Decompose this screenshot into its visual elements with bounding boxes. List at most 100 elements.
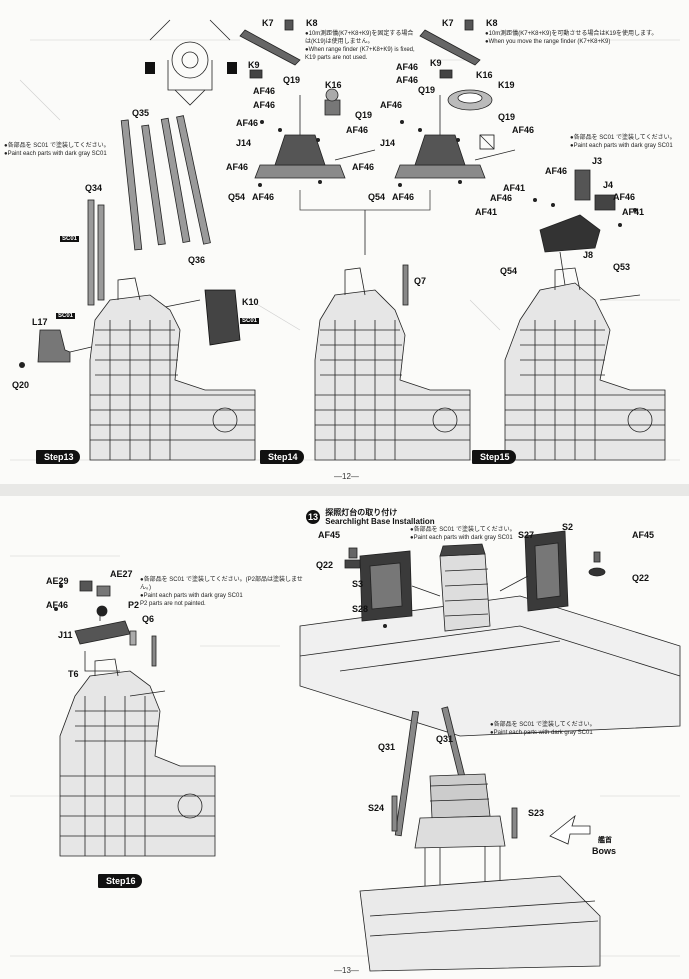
part-label: AF46 xyxy=(613,192,636,202)
part-label: AF46 xyxy=(392,192,415,202)
page12-drawing xyxy=(10,19,680,461)
superstructure-16 xyxy=(59,658,216,857)
part-label: AF46 xyxy=(545,166,568,176)
section-title-en: Searchlight Base Installation xyxy=(325,517,435,526)
note-range-finder-fixed: ●10m測距儀(K7+K8+K9)を固定する場合は(K19)は使用しません。 ●… xyxy=(305,31,415,61)
part-label: AF46 xyxy=(396,62,419,72)
superstructure-14 xyxy=(314,267,471,461)
part-label: AF46 xyxy=(380,100,403,110)
part-label: AF41 xyxy=(622,207,645,217)
part-label: K7 xyxy=(442,18,454,28)
part-label: K8 xyxy=(486,18,498,28)
color-tag-sc01: SC01 xyxy=(60,236,80,242)
part-label: Q7 xyxy=(414,276,427,286)
color-tag-sc01: SC01 xyxy=(240,318,260,324)
part-label: J14 xyxy=(236,138,252,148)
part-label: S27 xyxy=(518,530,535,540)
part-label: AF41 xyxy=(475,207,498,217)
bows-label-jp: 艦首 xyxy=(598,837,612,844)
part-label: K7 xyxy=(262,18,274,28)
part-label: J4 xyxy=(603,180,614,190)
note-paint-step15: ●各部品を SC01 で塗装してください。 ●Paint each parts … xyxy=(570,135,676,149)
note-paint-step13: ●各部品を SC01 で塗装してください。 ●Paint each parts … xyxy=(4,143,110,157)
part-label: Q22 xyxy=(632,573,650,583)
part-label: S24 xyxy=(368,803,385,813)
part-label: T6 xyxy=(68,669,79,679)
superstructure-15 xyxy=(504,267,666,461)
part-label: P2 xyxy=(128,600,140,610)
part-label: Q53 xyxy=(613,262,631,272)
part-label: Q34 xyxy=(85,183,103,193)
j14-assembly-right xyxy=(394,95,516,179)
page-number: —12— xyxy=(334,472,359,481)
part-label: J14 xyxy=(380,138,396,148)
part-label: Q19 xyxy=(283,75,301,85)
page-number: —13— xyxy=(334,966,359,975)
manual-page-12: ●10m測距儀(K7+K8+K9)を固定する場合は(K19)は使用しません。 ●… xyxy=(0,0,689,484)
step-label: Step14 xyxy=(260,450,304,464)
note-paint-searchlight: ●各部品を SC01 で塗装してください。 ●Paint each parts … xyxy=(410,527,516,541)
part-label: Q19 xyxy=(498,112,516,122)
part-label: S3 xyxy=(352,579,364,589)
part-label: J11 xyxy=(58,630,73,640)
part-label: AE29 xyxy=(46,576,69,586)
part-label: Q6 xyxy=(142,614,155,624)
part-label: AF46 xyxy=(346,125,369,135)
part-label: AF46 xyxy=(253,100,276,110)
part-label: Q22 xyxy=(316,560,334,570)
part-label: Q35 xyxy=(132,108,150,118)
part-label: Q19 xyxy=(418,85,436,95)
step-label: Step13 xyxy=(36,450,80,464)
section-header: 13 探照灯台の取り付け Searchlight Base Installati… xyxy=(306,508,435,526)
bows-label: Bows xyxy=(592,846,617,856)
part-label: AF45 xyxy=(318,530,341,540)
part-label: AF46 xyxy=(46,600,69,610)
part-label: AF46 xyxy=(490,193,513,203)
note-paint-step16: ●各部品を SC01 で塗装してください。(P2部品は塗装しません。) ●Pai… xyxy=(140,577,303,607)
part-label: AF46 xyxy=(253,86,276,96)
part-label: Q31 xyxy=(378,742,396,752)
part-label: AF45 xyxy=(632,530,655,540)
manual-page-13: 13 探照灯台の取り付け Searchlight Base Installati… xyxy=(0,496,689,979)
part-label: AF46 xyxy=(396,75,419,85)
part-label: S28 xyxy=(352,604,369,614)
note-range-finder-move: ●10m測距儀(K7+K8+K9)を可動させる場合はK19を使用します。 ●Wh… xyxy=(485,31,658,45)
part-label: K16 xyxy=(325,80,342,90)
j14-assembly-left xyxy=(254,95,376,179)
part-label: K9 xyxy=(248,60,260,70)
part-label: AF46 xyxy=(226,162,249,172)
part-label: AE27 xyxy=(110,569,133,579)
tower-base xyxy=(359,773,601,972)
part-label: Q19 xyxy=(355,110,373,120)
color-tag-sc01: SC01 xyxy=(56,313,76,319)
part-label: Q54 xyxy=(228,192,246,202)
part-label: S2 xyxy=(562,522,574,532)
section-number: 13 xyxy=(306,510,320,524)
part-label: AF46 xyxy=(352,162,375,172)
part-label: J3 xyxy=(592,156,603,166)
part-label: S23 xyxy=(528,808,545,818)
page13-drawing xyxy=(10,530,681,972)
part-label: K19 xyxy=(498,80,515,90)
part-label: K8 xyxy=(306,18,318,28)
part-label: AF46 xyxy=(236,118,259,128)
part-label: AF46 xyxy=(512,125,535,135)
part-label: AF41 xyxy=(503,183,526,193)
part-label: K9 xyxy=(430,58,442,68)
step-label: Step15 xyxy=(472,450,516,464)
part-label: Q31 xyxy=(436,734,454,744)
part-label: AF46 xyxy=(252,192,275,202)
page-gap xyxy=(0,484,689,496)
section-title-jp: 探照灯台の取り付け xyxy=(325,508,398,517)
part-label: Q54 xyxy=(368,192,386,202)
part-label: K16 xyxy=(476,70,493,80)
note-paint-masts: ●各部品を SC01 で塗装してください。 ●Paint each parts … xyxy=(490,722,596,736)
part-label: L17 xyxy=(32,317,48,327)
part-label: Q36 xyxy=(188,255,206,265)
part-label: K10 xyxy=(242,297,259,307)
superstructure-13 xyxy=(89,277,256,461)
part-label: J8 xyxy=(583,250,594,260)
step-label: Step16 xyxy=(98,874,142,888)
part-label: Q20 xyxy=(12,380,30,390)
part-label: Q54 xyxy=(500,266,518,276)
